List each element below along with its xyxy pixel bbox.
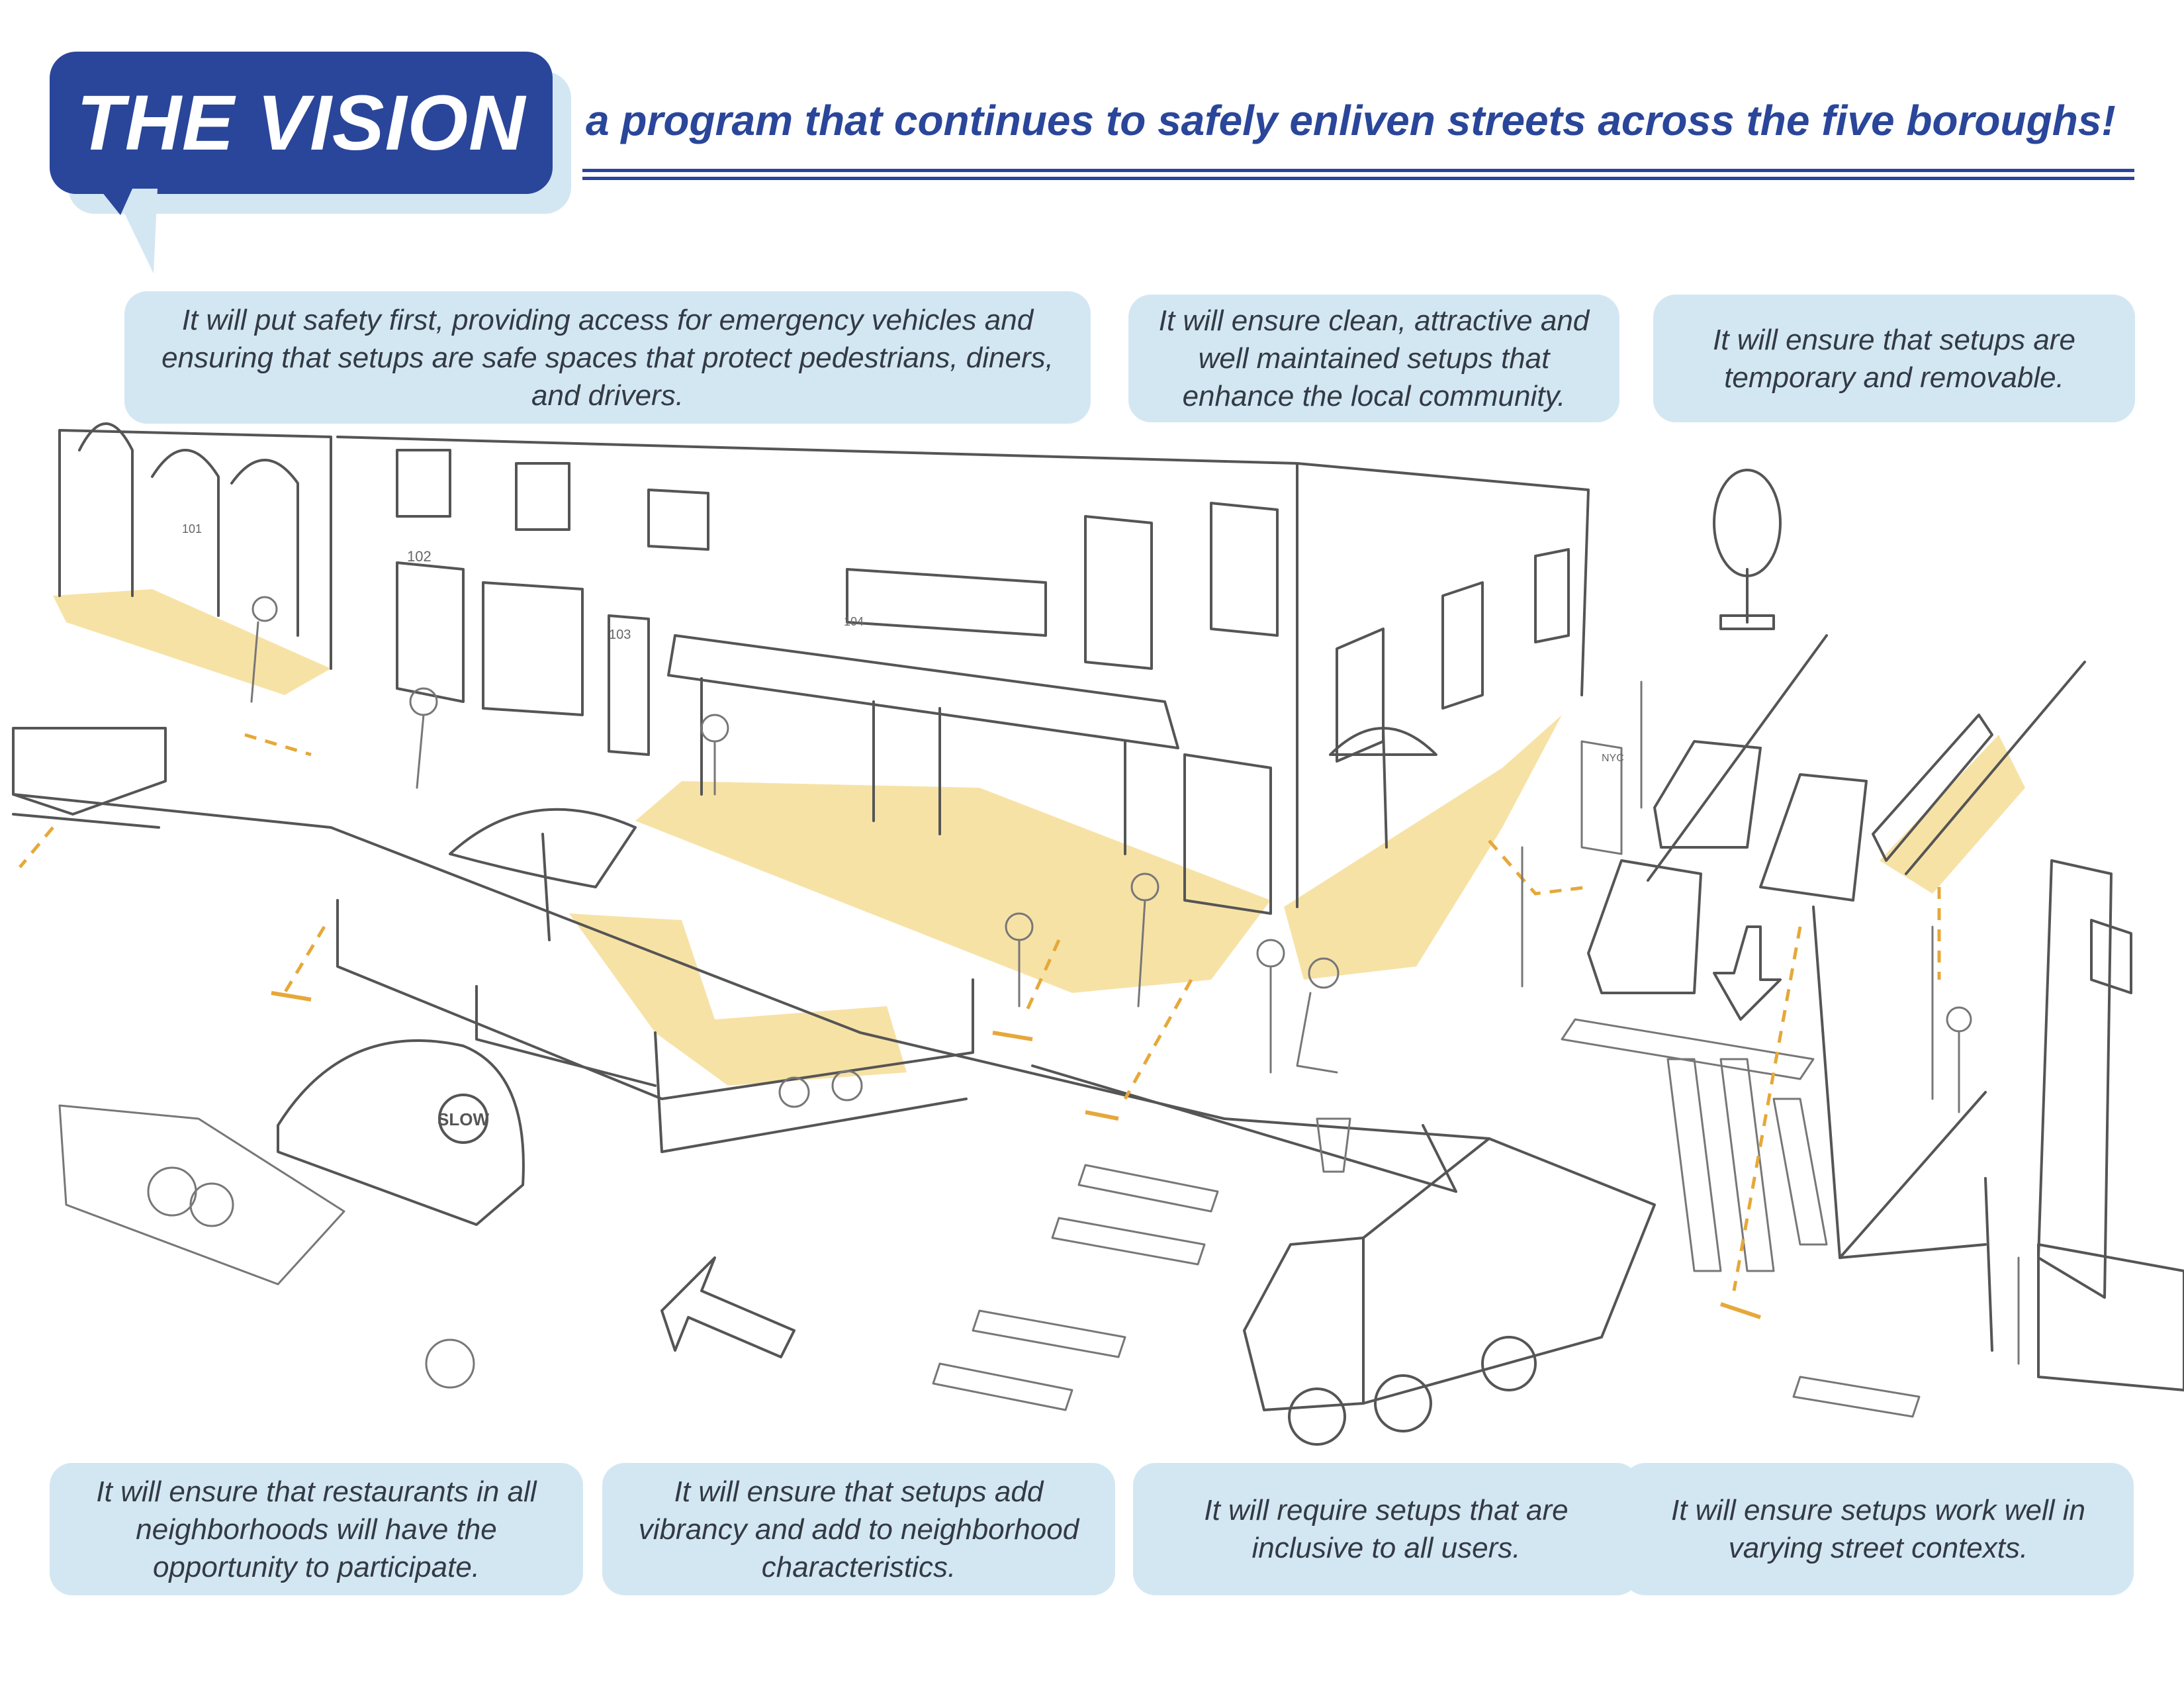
- goal-contexts-box: It will ensure setups work well in varyi…: [1623, 1463, 2134, 1595]
- building-number-102: 102: [407, 548, 432, 565]
- building-number-101: 101: [182, 522, 202, 536]
- page-subtitle: a program that continues to safely enliv…: [586, 97, 2116, 144]
- street-signs: [1521, 680, 2020, 1365]
- buildings-left: [58, 422, 1298, 915]
- sidewalk-zone-corner: [1284, 715, 1562, 980]
- crosswalk-stripes: [932, 1018, 1921, 1418]
- goal-participation-box: It will ensure that restaurants in all n…: [50, 1463, 583, 1595]
- garbage-truck: [1243, 1137, 1656, 1446]
- buildings-corner: [1296, 462, 1590, 908]
- header-divider-2: [582, 177, 2134, 180]
- cafe-umbrella-corner: [1329, 727, 1437, 849]
- building-number-104: 104: [844, 615, 864, 628]
- goal-safety-box: It will put safety first, providing acce…: [124, 291, 1091, 424]
- buildings-right: [1984, 859, 2184, 1391]
- trash-can-icon: [1316, 1117, 1351, 1173]
- goal-clean-box: It will ensure clean, attractive and wel…: [1128, 295, 1619, 422]
- clearance-markers: [19, 733, 1941, 1319]
- speech-tail-icon: [99, 189, 158, 273]
- page-title: THE VISION: [76, 79, 526, 167]
- building-number-103: 103: [609, 628, 631, 642]
- cafe-umbrella: [449, 808, 637, 941]
- sidewalk-zone-middle: [635, 781, 1271, 993]
- road-arrow-down: [1713, 925, 1782, 1021]
- curb-lines: [12, 634, 2086, 1259]
- taxi-car: [277, 1039, 525, 1226]
- road-arrow-left: [660, 1256, 796, 1358]
- street-tree: [1713, 469, 1782, 630]
- roadway-barriers: [12, 714, 1993, 1153]
- roadway-dining-zone: [569, 914, 907, 1086]
- storefront-awning: [667, 634, 1179, 855]
- slow-sign-text: SLOW: [437, 1109, 489, 1129]
- title-bubble: THE VISION: [50, 52, 553, 194]
- parked-cars: [1587, 740, 1868, 994]
- newsstand-label: NYC: [1602, 753, 1624, 764]
- goal-vibrancy-box: It will ensure that setups add vibrancy …: [602, 1463, 1115, 1595]
- construction-zone: [58, 1104, 475, 1389]
- goal-inclusive-box: It will require setups that are inclusiv…: [1133, 1463, 1639, 1595]
- header-divider: [582, 169, 2134, 172]
- people-figures: [250, 596, 1972, 1113]
- sidewalk-zone-left: [53, 589, 331, 695]
- goal-temporary-box: It will ensure that setups are temporary…: [1653, 295, 2135, 422]
